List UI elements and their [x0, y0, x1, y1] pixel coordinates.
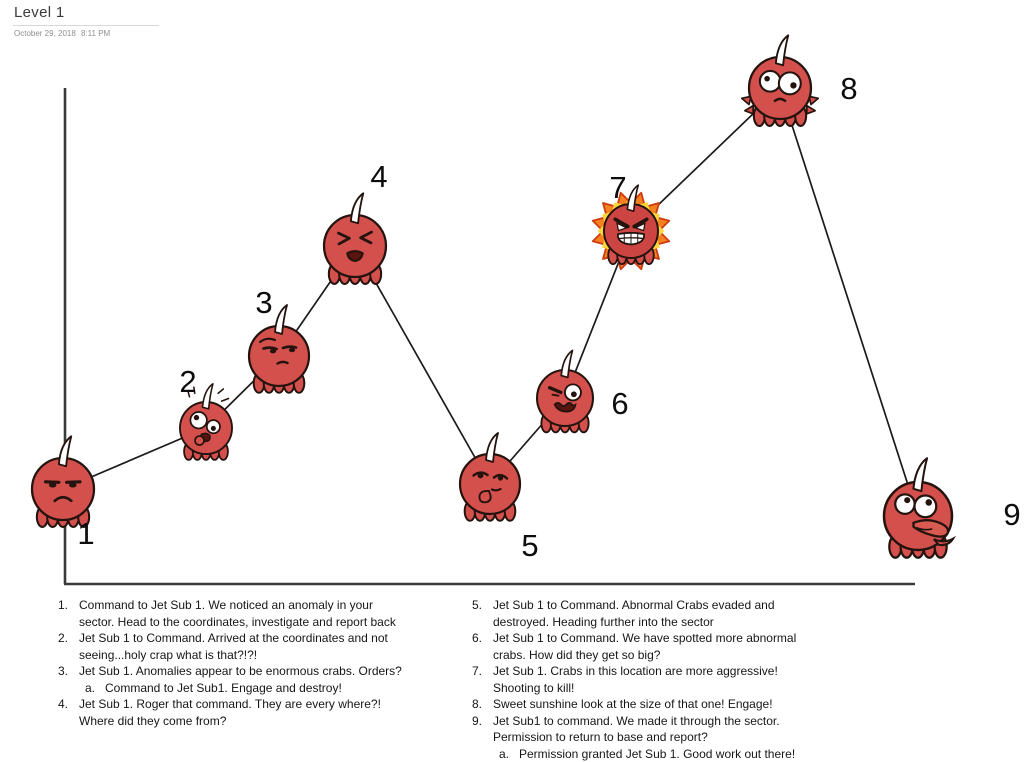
note-item-2[interactable]: 2.Jet Sub 1 to Command. Arrived at the c… [58, 630, 458, 663]
crab-9-exhausted-icon[interactable] [884, 458, 953, 557]
point-label-6: 6 [611, 386, 628, 421]
point-label-7: 7 [609, 170, 626, 205]
note-number: 9. [472, 713, 493, 746]
crab-body [604, 204, 658, 258]
note-number: 8. [472, 696, 493, 713]
note-item-3[interactable]: 3.Jet Sub 1. Anomalies appear to be enor… [58, 663, 458, 680]
crab-4-pained-icon[interactable] [324, 193, 386, 284]
notes-section: 1.Command to Jet Sub 1. We noticed an an… [58, 597, 876, 762]
point-label-2: 2 [179, 364, 196, 399]
crab-body [884, 482, 952, 550]
crab-body [180, 402, 232, 454]
note-text[interactable]: Jet Sub 1 to Command. Abnormal Crabs eva… [493, 597, 876, 630]
point-label-4: 4 [370, 159, 387, 194]
note-number: 7. [472, 663, 493, 696]
note-text[interactable]: Sweet sunshine look at the size of that … [493, 696, 876, 713]
note-number: 6. [472, 630, 493, 663]
point-label-5: 5 [521, 528, 538, 563]
note-item-5[interactable]: 5.Jet Sub 1 to Command. Abnormal Crabs e… [472, 597, 876, 630]
note-text[interactable]: Jet Sub 1 to Command. Arrived at the coo… [79, 630, 458, 663]
note-number: 4. [58, 696, 79, 729]
note-number: 1. [58, 597, 79, 630]
note-text[interactable]: Jet Sub 1. Crabs in this location are mo… [493, 663, 876, 696]
note-text[interactable]: Command to Jet Sub 1. We noticed an anom… [79, 597, 458, 630]
crab-1-annoyed-icon[interactable] [32, 436, 94, 527]
note-number: 3. [58, 663, 79, 680]
note-item-6[interactable]: 6.Jet Sub 1 to Command. We have spotted … [472, 630, 876, 663]
note-number: 2. [58, 630, 79, 663]
point-label-8: 8 [840, 71, 857, 106]
note-item-7[interactable]: 7.Jet Sub 1. Crabs in this location are … [472, 663, 876, 696]
note-text[interactable]: Jet Sub 1 to Command. We have spotted mo… [493, 630, 876, 663]
crab-body [537, 370, 593, 426]
notes-right-column: 5.Jet Sub 1 to Command. Abnormal Crabs e… [472, 597, 876, 762]
note-text[interactable]: Jet Sub1 to command. We made it through … [493, 713, 876, 746]
note-text[interactable]: Jet Sub 1. Roger that command. They are … [79, 696, 458, 729]
crab-7-furious-icon[interactable] [593, 185, 670, 269]
story-arc-chart: 1 2 3 4 5 6 7 8 9 [0, 0, 1024, 595]
point-label-9: 9 [1003, 497, 1020, 532]
crab-body [249, 326, 309, 386]
note-number: 5. [472, 597, 493, 630]
note-subtext[interactable]: Command to Jet Sub1. Engage and destroy! [105, 680, 458, 697]
crab-8-terrified-icon[interactable] [742, 35, 818, 126]
point-label-1: 1 [77, 516, 94, 551]
note-subitem-a[interactable]: a.Command to Jet Sub1. Engage and destro… [85, 680, 458, 697]
crab-body [324, 215, 386, 277]
crab-body [460, 454, 520, 514]
crab-6-worried-icon[interactable] [537, 350, 593, 432]
note-item-8[interactable]: 8.Sweet sunshine look at the size of tha… [472, 696, 876, 713]
note-subnumber: a. [85, 680, 105, 697]
note-text[interactable]: Jet Sub 1. Anomalies appear to be enormo… [79, 663, 458, 680]
note-item-1[interactable]: 1.Command to Jet Sub 1. We noticed an an… [58, 597, 458, 630]
point-label-3: 3 [255, 285, 272, 320]
note-item-9[interactable]: 9.Jet Sub1 to command. We made it throug… [472, 713, 876, 746]
notes-left-column: 1.Command to Jet Sub 1. We noticed an an… [58, 597, 458, 762]
crab-body [32, 458, 94, 520]
note-item-4[interactable]: 4.Jet Sub 1. Roger that command. They ar… [58, 696, 458, 729]
